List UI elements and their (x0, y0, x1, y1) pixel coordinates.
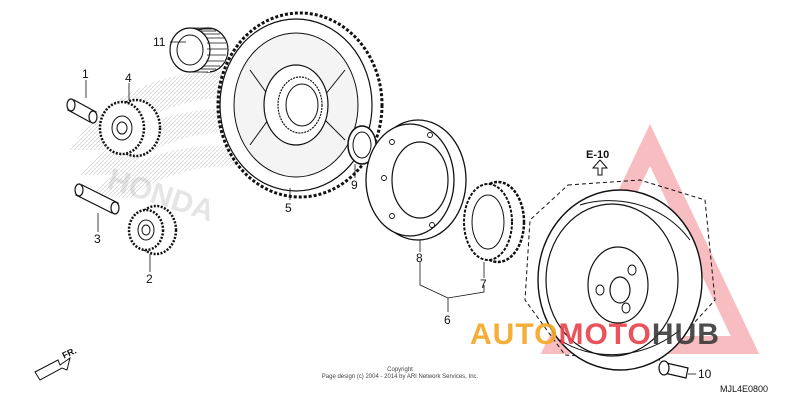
gear-a (98, 98, 162, 158)
front-direction-arrow (34, 356, 71, 381)
callout-8[interactable]: 8 (416, 251, 423, 265)
callout-6[interactable]: 6 (444, 313, 451, 327)
callout-3[interactable]: 3 (94, 232, 101, 246)
copyright-notice: Copyright Page design (c) 2004 - 2014 by… (300, 367, 500, 381)
watermark-part2: MOTO (558, 318, 652, 351)
washer (347, 125, 377, 165)
callout-9[interactable]: 9 (351, 178, 358, 192)
starter-clutch-housing (524, 179, 716, 371)
diagram-code: MJL4E0800 (720, 384, 769, 394)
callout-5[interactable]: 5 (285, 201, 292, 215)
pin-a (66, 98, 98, 124)
gear-b (127, 204, 178, 256)
copyright-line2: Page design (c) 2004 - 2014 by ARI Netwo… (321, 374, 479, 381)
watermark-part3: HUB (651, 318, 720, 351)
callout-11[interactable]: 11 (153, 35, 166, 49)
callout-10[interactable]: 10 (698, 367, 712, 381)
callout-7[interactable]: 7 (480, 277, 487, 291)
callout-1[interactable]: 1 (82, 67, 89, 81)
clutch-outer (365, 119, 467, 241)
ref-label-e10[interactable]: E-10 (586, 149, 610, 161)
needle-bearing (169, 27, 229, 73)
leader-lines (85, 41, 696, 375)
callout-2[interactable]: 2 (146, 272, 153, 286)
starter-driven-gear (216, 11, 384, 199)
copyright-line1: Copyright (387, 367, 413, 373)
one-way-clutch (463, 180, 526, 264)
automotohub-watermark: AUTOMOTOHUB (470, 318, 720, 352)
pin-b (74, 183, 120, 215)
bolt (658, 360, 689, 379)
ref-arrow (591, 159, 609, 176)
watermark-part1: AUTO (470, 318, 559, 351)
callout-4[interactable]: 4 (125, 71, 132, 85)
